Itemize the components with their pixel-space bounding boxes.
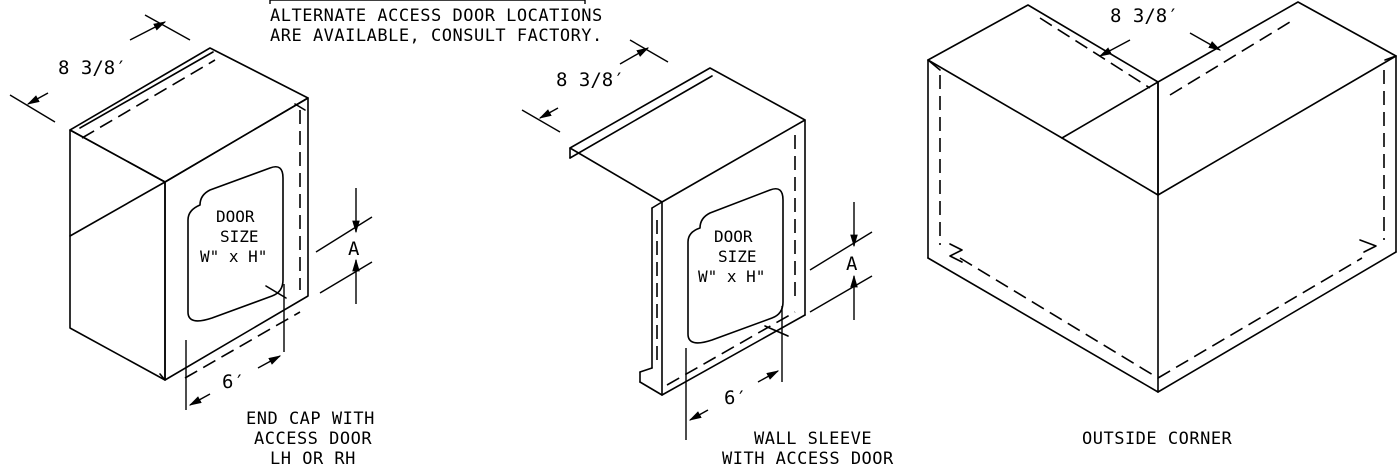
outside-corner-flange — [1359, 239, 1377, 253]
wall-sleeve-fold — [639, 381, 663, 396]
end-cap-caption-3: LH OR RH — [270, 449, 356, 469]
outside-corner-edge — [1061, 137, 1159, 196]
wall-sleeve-dimension-arrow — [688, 409, 709, 421]
wall-sleeve-extension-line — [629, 39, 669, 63]
outside-corner-edge — [927, 257, 1159, 393]
outside-corner-hidden-edge — [959, 257, 1159, 379]
outside-corner-top-face-right — [1157, 1, 1397, 196]
outside-corner-caption: OUTSIDE CORNER — [1082, 429, 1233, 449]
end-cap-dimension-arrow — [129, 21, 167, 41]
wall-sleeve-offset-dimension: 6′ — [724, 387, 747, 409]
wall-sleeve-drawing: DOOR SIZE W" x H" 8 3/8′ A 6′ WALL SLEEV… — [521, 39, 894, 469]
outside-corner-flange — [949, 243, 963, 263]
wall-sleeve-fold — [651, 201, 663, 209]
end-cap-extension-line — [9, 94, 56, 123]
wall-sleeve-access-door — [687, 187, 784, 344]
end-cap-flange — [265, 285, 287, 299]
wall-sleeve-door-label-1: DOOR — [714, 227, 753, 246]
wall-sleeve-flange — [764, 325, 789, 337]
end-cap-door-label-1: DOOR — [216, 207, 255, 226]
note-line-2: ARE AVAILABLE, CONSULT FACTORY. — [270, 26, 603, 46]
end-cap-hidden-edge — [81, 59, 216, 139]
end-cap-hidden-edge — [184, 311, 301, 379]
wall-sleeve-door-label-3: W" x H" — [698, 267, 765, 286]
wall-sleeve-extension-line — [809, 231, 873, 271]
wall-sleeve-hidden-edge — [666, 311, 796, 386]
wall-sleeve-lip — [569, 75, 713, 159]
outside-corner-flange — [1384, 55, 1397, 61]
wall-sleeve-door-label-2: SIZE — [718, 247, 757, 266]
wall-sleeve-front-edge — [661, 314, 806, 396]
end-cap-extension-line — [315, 216, 373, 253]
end-cap-drawing: DOOR SIZE W" x H" 8 3/8′ A 6′ END CAP WI… — [9, 14, 375, 469]
end-cap-dimension-arrow — [188, 393, 211, 406]
end-cap-flange — [79, 51, 214, 129]
end-cap-caption-1: END CAP WITH — [246, 409, 375, 429]
end-cap-a-dimension: A — [348, 238, 360, 260]
end-cap-extension-line — [319, 261, 373, 294]
outside-corner-hidden-edge — [1157, 257, 1363, 379]
outside-corner-dimension-arrow — [1189, 32, 1222, 51]
outside-corner-dimension-arrow — [1098, 39, 1131, 57]
end-cap-flange — [159, 373, 166, 381]
end-cap-dimension-arrow — [257, 355, 282, 369]
wall-sleeve-a-dimension: A — [846, 253, 858, 275]
outside-corner-depth-dimension: 8 3/8′ — [1110, 5, 1179, 27]
outside-corner-hidden-edge — [1169, 21, 1291, 96]
end-cap-caption-2: ACCESS DOOR — [254, 429, 372, 449]
outside-corner-flange — [927, 59, 941, 71]
end-cap-seam — [69, 181, 166, 237]
wall-sleeve-extension-line — [809, 275, 873, 313]
outside-corner-edge — [1157, 251, 1397, 393]
wall-sleeve-caption-1: WALL SLEEVE — [754, 429, 872, 449]
outside-corner-hidden-edge — [1039, 17, 1151, 89]
wall-sleeve-dimension-arrow — [757, 370, 780, 383]
end-cap-extension-line — [144, 14, 191, 41]
end-cap-side-face — [69, 129, 166, 381]
wall-sleeve-dimension-arrow — [538, 107, 559, 119]
wall-sleeve-extension-line — [521, 109, 561, 133]
wall-sleeve-dimension-arrow — [619, 47, 650, 65]
wall-sleeve-caption-2: WITH ACCESS DOOR — [722, 449, 894, 469]
outside-corner-drawing: 8 3/8′ OUTSIDE CORNER — [927, 1, 1397, 449]
end-cap-flange — [294, 103, 306, 111]
wall-sleeve-depth-dimension: 8 3/8′ — [556, 69, 625, 91]
end-cap-depth-dimension: 8 3/8′ — [58, 57, 127, 79]
end-cap-offset-dimension: 6′ — [222, 371, 245, 393]
note-line-1: ALTERNATE ACCESS DOOR LOCATIONS — [270, 6, 603, 26]
access-door-note: ALTERNATE ACCESS DOOR LOCATIONS ARE AVAI… — [269, 0, 603, 46]
end-cap-door-label-3: W" x H" — [200, 247, 267, 266]
wall-sleeve-fold — [639, 367, 653, 373]
end-cap-dimension-arrow — [26, 92, 49, 105]
end-cap-access-door — [187, 165, 284, 322]
end-cap-door-label-2: SIZE — [220, 227, 259, 246]
